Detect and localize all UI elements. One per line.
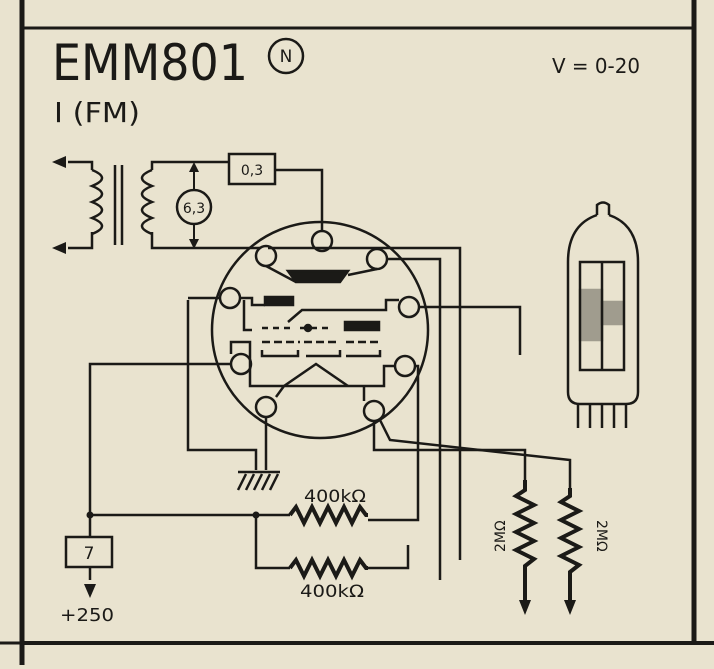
supply-voltage: +250 xyxy=(60,605,114,626)
heater-voltage-marker: 6,3 xyxy=(175,162,213,249)
anode-load-box: 7 xyxy=(64,535,114,598)
transformer-arrows xyxy=(52,156,66,254)
resistor-2m-left: 2MΩ xyxy=(493,480,539,615)
n-badge-label: N xyxy=(280,47,293,67)
resistor-top-400k: 400kΩ xyxy=(288,487,368,528)
resistor-top-label: 400kΩ xyxy=(304,487,366,507)
supply-junctions xyxy=(86,511,260,519)
tube-leads xyxy=(186,246,572,580)
heater-transformer xyxy=(68,160,268,250)
tube-name: EMM801 xyxy=(52,34,248,92)
ground-symbol xyxy=(236,417,280,491)
resistor-2m-left-label: 2MΩ xyxy=(493,520,509,552)
anode-load-label: 7 xyxy=(84,544,95,564)
heater-current-box: 0,3 xyxy=(227,152,324,230)
heater-current-label: 0,3 xyxy=(241,163,263,179)
resistor-2m-right-label: 2MΩ xyxy=(593,520,609,552)
tube-electrodes xyxy=(229,264,399,401)
heater-voltage-label: 6,3 xyxy=(183,201,205,217)
resistor-bottom-label: 400kΩ xyxy=(300,582,364,602)
resistor-2m-right: 2MΩ xyxy=(556,488,609,615)
resistor-bottom-400k: 400kΩ xyxy=(288,555,368,602)
function-label: I (FM) xyxy=(54,96,140,129)
tube-base xyxy=(210,220,430,440)
voltage-range: V = 0-20 xyxy=(552,54,640,78)
n-badge: N xyxy=(267,37,305,75)
tube-outline-drawing xyxy=(566,201,640,428)
